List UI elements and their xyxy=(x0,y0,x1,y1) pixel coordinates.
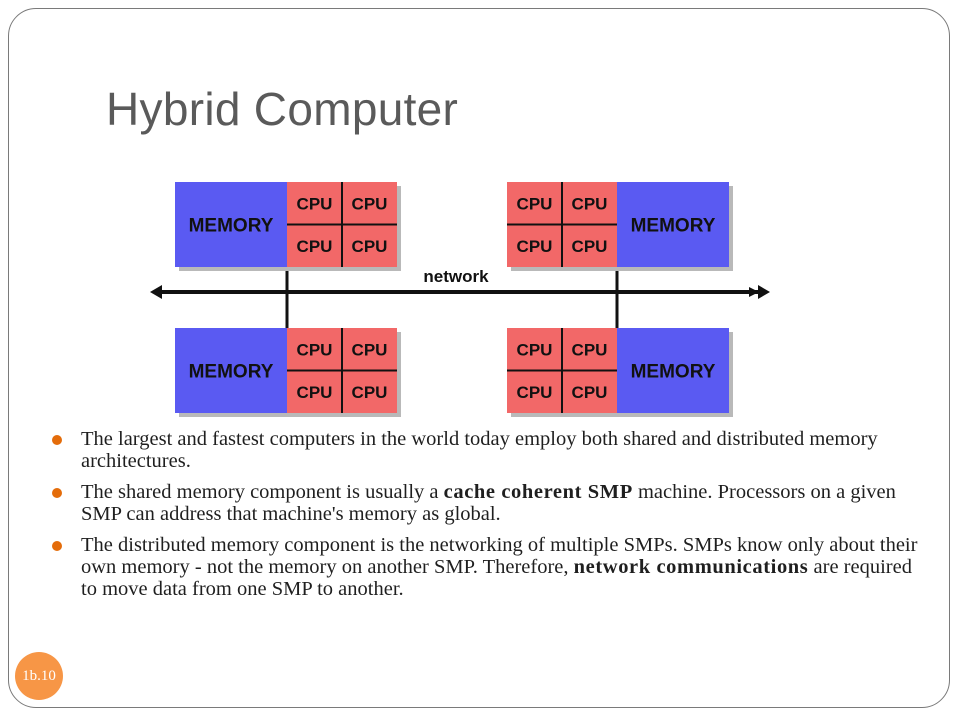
slide-frame xyxy=(8,8,950,708)
cpu-label: CPU xyxy=(297,194,333,213)
smp-node-2: MEMORY CPU CPU CPU CPU xyxy=(507,182,733,271)
bullet-bold-text: network communications xyxy=(573,556,809,578)
cpu-label: CPU xyxy=(572,340,608,359)
memory-block xyxy=(617,328,729,413)
bullet-text: machine. Processors on a given SMP can a… xyxy=(81,481,896,525)
cpu-label: CPU xyxy=(352,340,388,359)
cpu-label: CPU xyxy=(297,237,333,256)
network-label: network xyxy=(423,267,489,286)
hybrid-architecture-diagram: network MEMORY CPU CPU CPU CPU MEMORY CPU CPU CP… xyxy=(150,182,770,417)
memory-label: MEMORY xyxy=(189,362,274,383)
memory-block xyxy=(175,328,287,413)
cpu-label: CPU xyxy=(297,340,333,359)
bullet-dot-icon xyxy=(52,435,62,445)
cpu-label: CPU xyxy=(572,194,608,213)
slide-title: Hybrid Computer xyxy=(106,83,459,135)
network-arrow-head xyxy=(758,285,770,299)
bullet-bold-text: cache coherent SMP xyxy=(443,481,633,503)
memory-block xyxy=(617,182,729,267)
bullet-dot-icon xyxy=(52,488,62,498)
memory-label: MEMORY xyxy=(631,216,716,237)
cpu-label: CPU xyxy=(517,237,553,256)
smp-node-3: MEMORY CPU CPU CPU CPU xyxy=(175,328,401,417)
bullet-item: The largest and fastest computers in the… xyxy=(48,428,918,472)
network-line xyxy=(150,285,770,299)
bullet-list: The largest and fastest computers in the… xyxy=(48,428,918,609)
cpu-label: CPU xyxy=(572,383,608,402)
cpu-label: CPU xyxy=(572,237,608,256)
cpu-label: CPU xyxy=(517,340,553,359)
smp-node-4: MEMORY CPU CPU CPU CPU xyxy=(507,328,733,417)
cpu-label: CPU xyxy=(352,383,388,402)
bullet-item: The shared memory component is usually a… xyxy=(48,481,918,525)
slide-number-badge: 1b.10 xyxy=(15,652,63,700)
cpu-label: CPU xyxy=(517,194,553,213)
memory-label: MEMORY xyxy=(189,216,274,237)
memory-label: MEMORY xyxy=(631,362,716,383)
cpu-label: CPU xyxy=(517,383,553,402)
bullet-text: are required to move data from one SMP t… xyxy=(81,556,912,600)
cpu-label: CPU xyxy=(297,383,333,402)
bullet-text: The shared memory component is usually a xyxy=(81,481,444,503)
cpu-label: CPU xyxy=(352,237,388,256)
memory-block xyxy=(175,182,287,267)
bullet-item: The distributed memory component is the … xyxy=(48,534,918,600)
smp-node-1: MEMORY CPU CPU CPU CPU xyxy=(175,182,401,271)
node-connectors xyxy=(285,267,619,328)
network-arrow-left xyxy=(150,285,162,299)
bullet-text: The distributed memory component is the … xyxy=(81,534,918,578)
bullet-dot-icon xyxy=(52,541,62,551)
bullet-text: The largest and fastest computers in the… xyxy=(81,428,878,472)
cpu-label: CPU xyxy=(352,194,388,213)
